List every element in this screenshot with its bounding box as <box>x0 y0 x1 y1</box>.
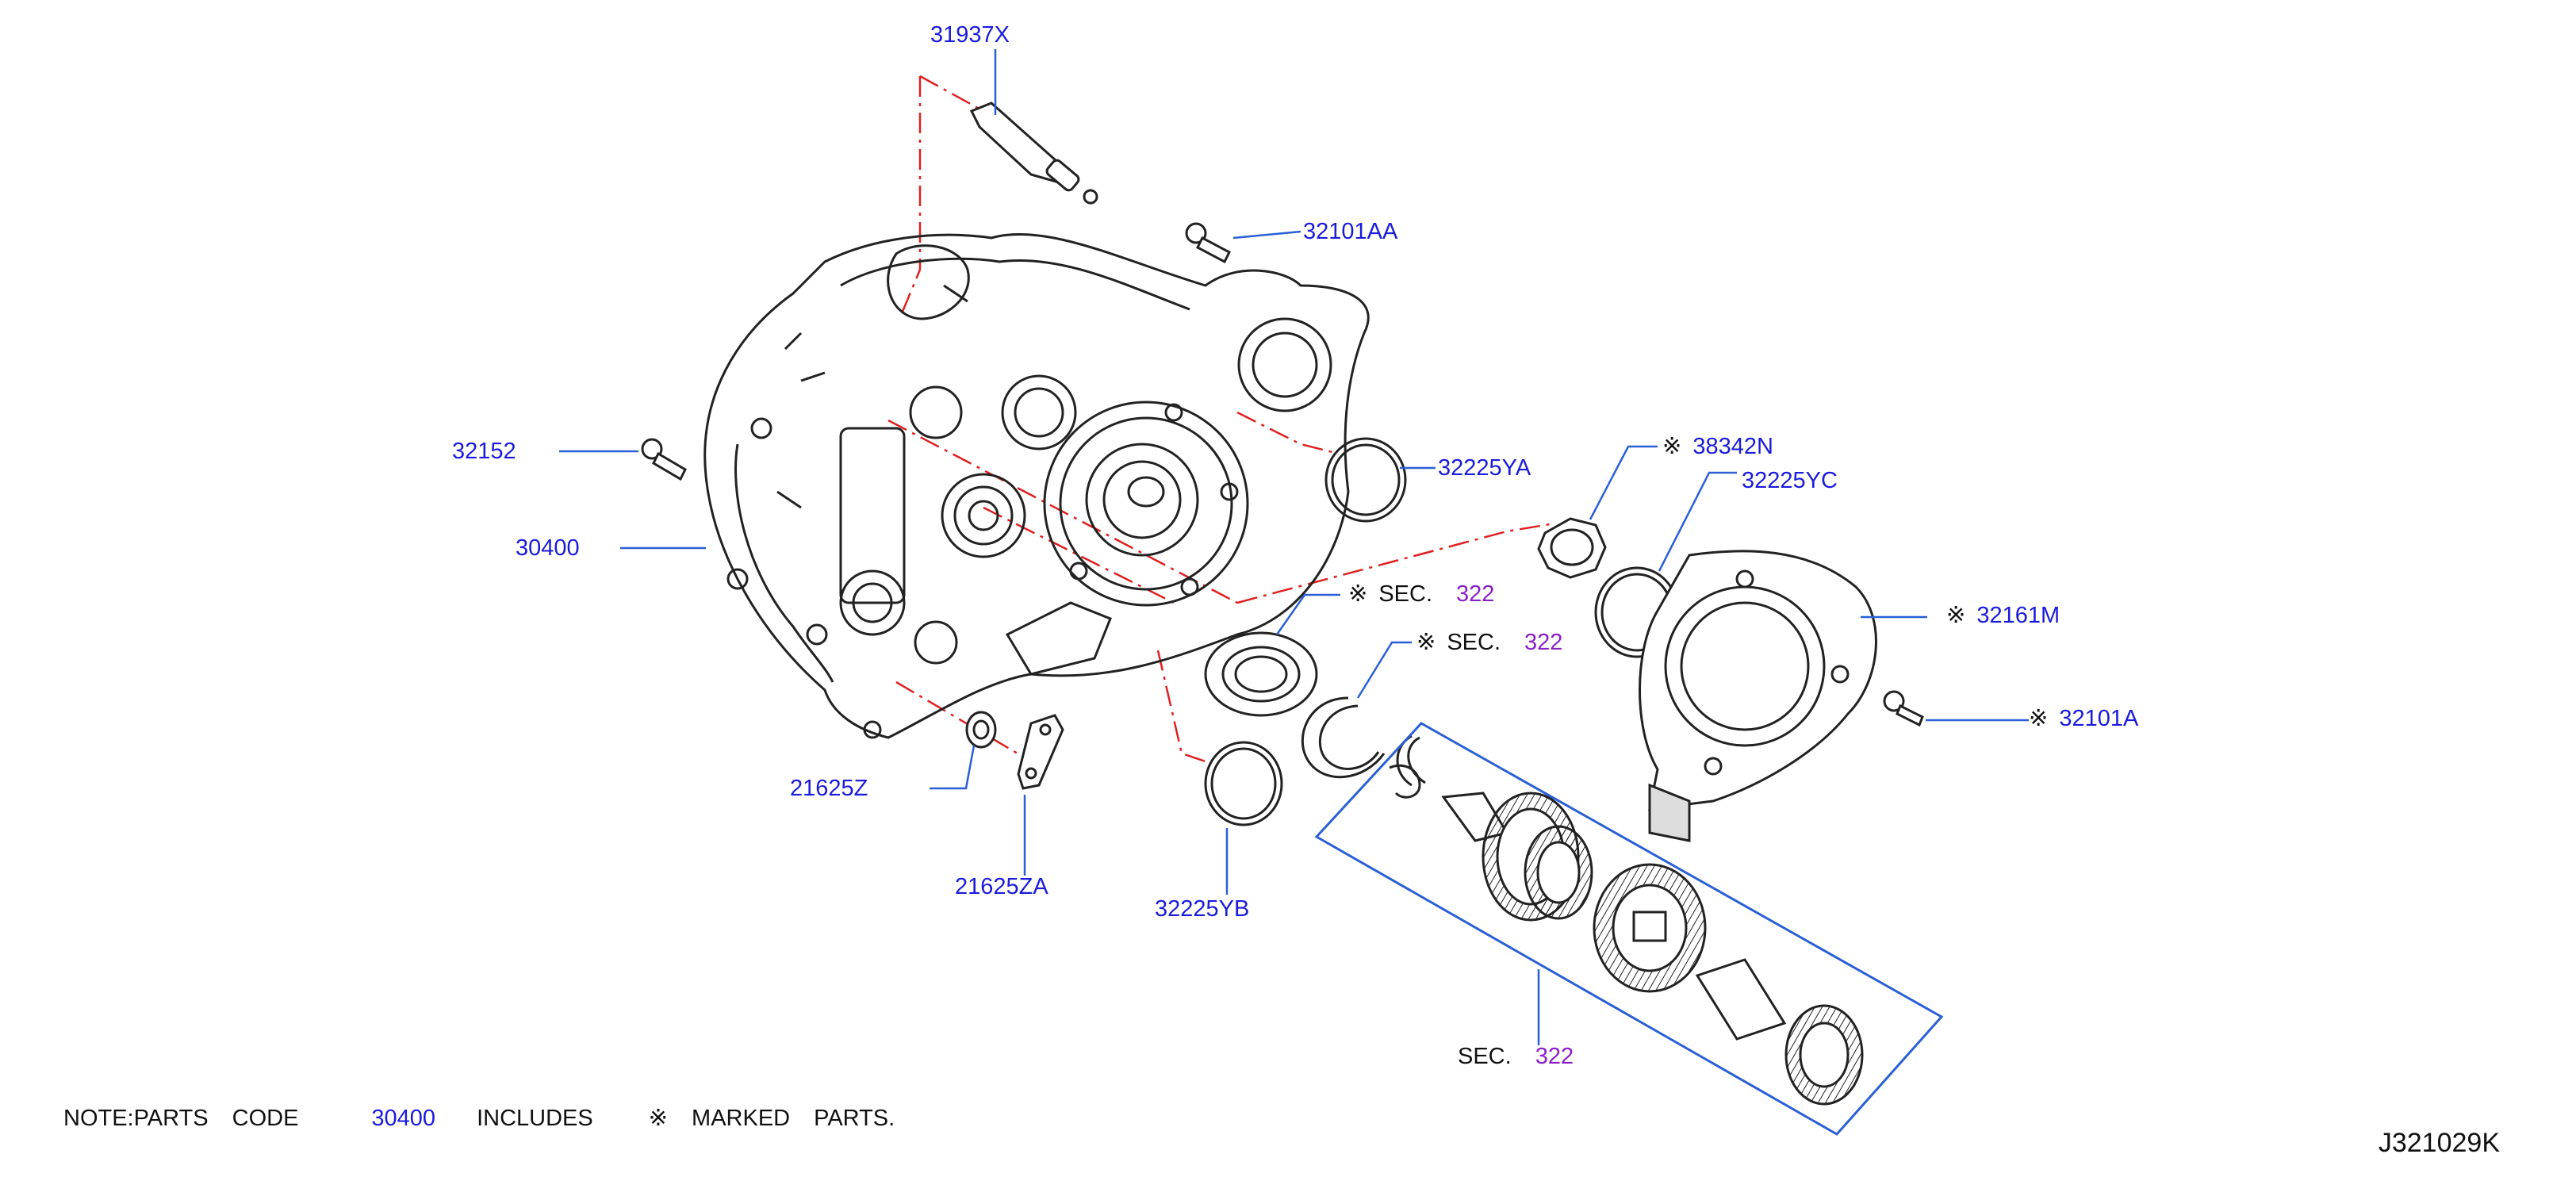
note-code-word: CODE <box>232 1106 299 1131</box>
label-32161M-number: 32161M <box>1976 603 2060 628</box>
bolt-32152-drawing <box>641 438 687 481</box>
retainer-32161M-drawing <box>1639 550 1877 842</box>
label-32225YC[interactable]: 32225YC <box>1742 468 1838 493</box>
sensor-31937X-drawing <box>969 102 1098 205</box>
label-32225YA[interactable]: 32225YA <box>1438 455 1531 481</box>
leader-lines <box>559 49 2029 1045</box>
mark-symbol: ※ <box>1946 603 1966 628</box>
transmission-case-drawing <box>703 232 1370 739</box>
footer-note: NOTE:PARTS CODE 30400 INCLUDES ※ MARKED PARTS. <box>63 1104 895 1132</box>
sec-number: 322 <box>1524 630 1563 655</box>
mark-symbol: ※ <box>1348 581 1368 607</box>
sec-label: SEC. <box>1378 581 1432 607</box>
label-38342N-number: 38342N <box>1692 434 1773 459</box>
bracket-21625ZA-drawing <box>1017 714 1064 790</box>
bolt-32101AA-drawing <box>1185 222 1231 264</box>
label-32225YB[interactable]: 32225YB <box>1155 896 1250 922</box>
note-parts: PARTS. <box>814 1106 895 1131</box>
sec-label: SEC. <box>1458 1044 1512 1069</box>
sec-label: SEC. <box>1447 630 1501 655</box>
note-includes: INCLUDES <box>477 1106 593 1131</box>
nut-38342N-drawing <box>1537 517 1607 579</box>
mark-symbol: ※ <box>648 1106 669 1131</box>
sec-number: 322 <box>1456 581 1495 607</box>
label-21625Z[interactable]: 21625Z <box>790 776 868 801</box>
note-marked: MARKED <box>692 1106 791 1131</box>
note-prefix: NOTE:PARTS <box>63 1106 209 1131</box>
gear-shafts-drawing <box>1389 764 1864 1106</box>
mark-symbol: ※ <box>1662 434 1682 459</box>
label-38342N[interactable]: ※ 38342N <box>1662 435 1773 458</box>
note-code[interactable]: 30400 <box>371 1106 436 1131</box>
sec-number: 322 <box>1535 1044 1574 1069</box>
label-32152[interactable]: 32152 <box>452 439 516 464</box>
phantom-lines <box>887 75 1555 763</box>
bolt-32101A-drawing <box>1883 690 1924 727</box>
section-ref-c[interactable]: SEC. 322 <box>1458 1045 1574 1068</box>
label-32101A-number: 32101A <box>2059 706 2139 731</box>
label-32161M[interactable]: ※ 32161M <box>1946 604 2060 627</box>
diagram-code: J321029K <box>2378 1128 2500 1158</box>
label-30400[interactable]: 30400 <box>516 535 580 561</box>
label-21625ZA[interactable]: 21625ZA <box>955 874 1048 899</box>
mark-symbol: ※ <box>2029 706 2049 731</box>
label-32101AA[interactable]: 32101AA <box>1303 219 1398 244</box>
section-ref-b[interactable]: ※ SEC. 322 <box>1416 631 1562 654</box>
seal-rings-drawing <box>1204 437 1680 826</box>
section-322-box <box>1314 722 1944 1136</box>
mark-symbol: ※ <box>1416 630 1436 655</box>
label-32101A[interactable]: ※ 32101A <box>2029 707 2138 730</box>
washer-21625Z-drawing <box>965 711 997 749</box>
bearing-drawing <box>1204 631 1318 717</box>
section-ref-a[interactable]: ※ SEC. 322 <box>1348 583 1494 606</box>
label-31937X[interactable]: 31937X <box>930 22 1010 48</box>
